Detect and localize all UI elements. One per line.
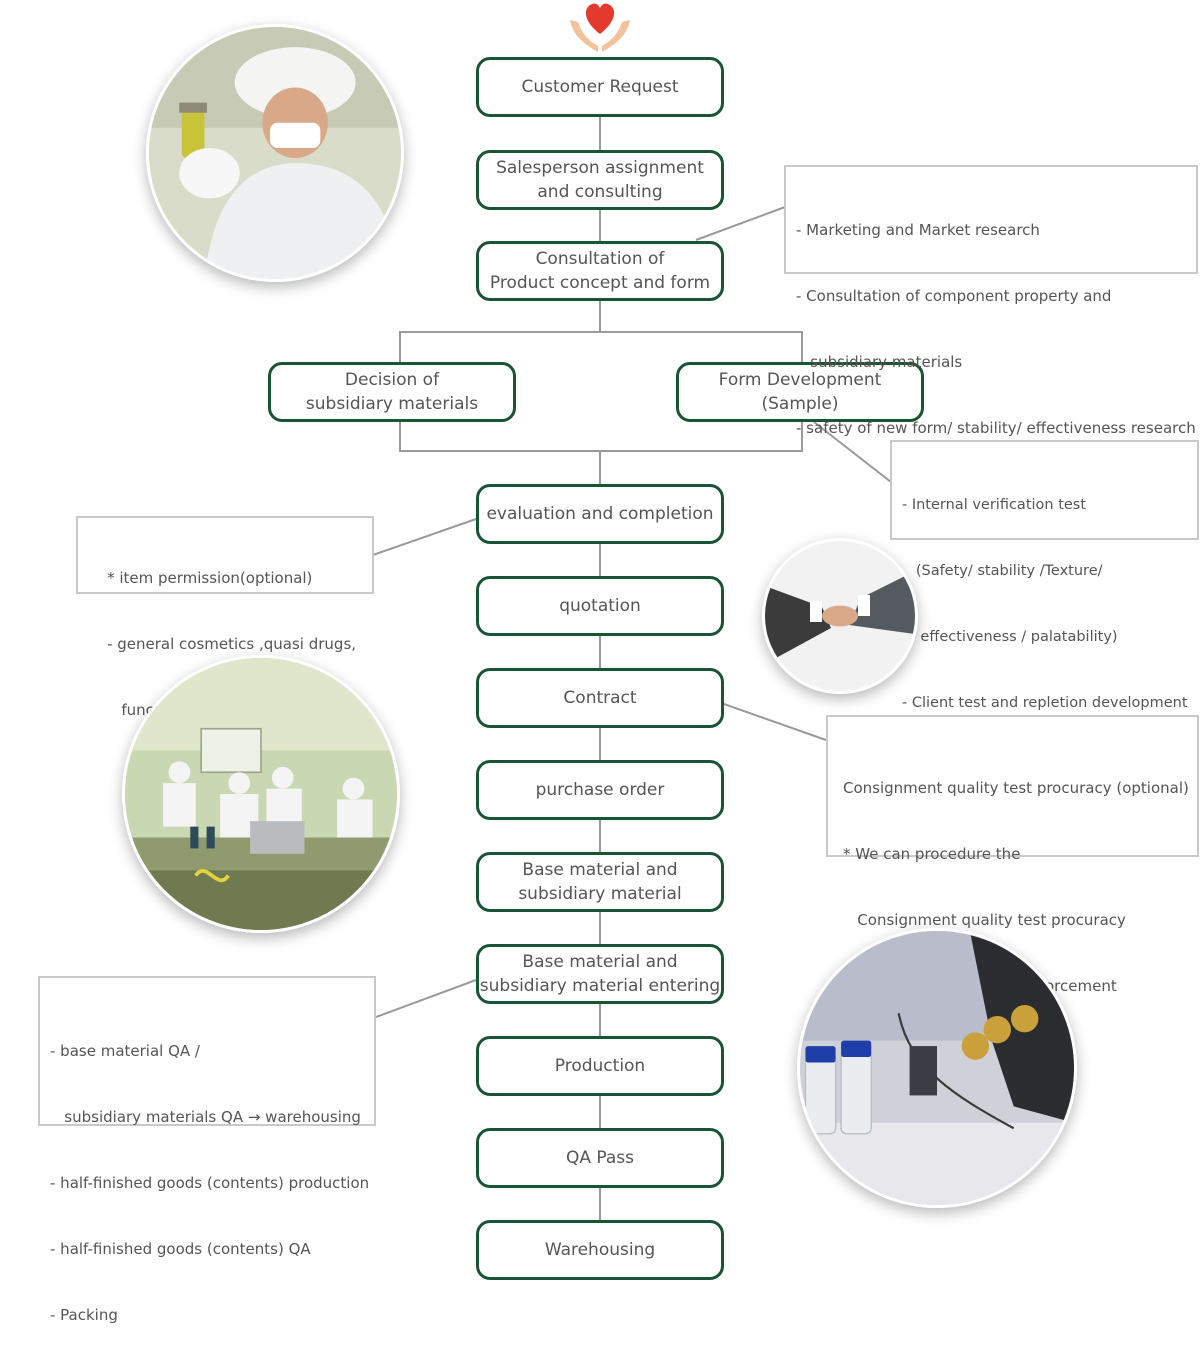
note-line: subsidiary materials bbox=[796, 353, 963, 371]
note-concept-research: - Marketing and Market research - Consul… bbox=[784, 165, 1198, 437]
step-salesperson-assignment: Salesperson assignment and consulting bbox=[476, 150, 724, 210]
step-base-material-entering: Base material and subsidiary material en… bbox=[476, 944, 724, 1004]
step-warehousing: Warehousing bbox=[476, 1220, 724, 1280]
note-line: (Safety/ stability /Texture/ bbox=[902, 563, 1103, 579]
note-line: - Internal verification test bbox=[902, 497, 1087, 513]
note-line: - safety of new form/ stability/ effecti… bbox=[796, 419, 1196, 437]
step-base-material: Base material and subsidiary material bbox=[476, 852, 724, 912]
step-qa-pass: QA Pass bbox=[476, 1128, 724, 1188]
step-production: Production bbox=[476, 1036, 724, 1096]
note-line: - base material QA / bbox=[50, 1042, 200, 1060]
note-line: - Client test and repletion development bbox=[902, 695, 1188, 711]
note-line: - half-finished goods (contents) QA bbox=[50, 1240, 311, 1258]
note-material-qa: - base material QA / subsidiary material… bbox=[38, 976, 376, 1324]
photo-production-line bbox=[122, 655, 400, 933]
photo-microscope-lab bbox=[797, 928, 1077, 1208]
note-form-verification: - Internal verification test (Safety/ st… bbox=[890, 440, 1199, 711]
note-line: Consignment quality test procuracy (opti… bbox=[843, 779, 1189, 797]
note-line: - half-finished goods (contents) product… bbox=[50, 1174, 370, 1192]
photo-lab-technician bbox=[146, 24, 404, 282]
note-line: Consignment quality test procuracy bbox=[843, 911, 1126, 929]
step-purchase-order: purchase order bbox=[476, 760, 724, 820]
step-evaluation-completion: evaluation and completion bbox=[476, 484, 724, 544]
note-line: subsidiary materials QA → warehousing bbox=[50, 1108, 361, 1126]
note-consignment-test: Consignment quality test procuracy (opti… bbox=[826, 715, 1199, 1061]
note-line: - Packing bbox=[50, 1306, 118, 1324]
step-materials-decision: Decision of subsidiary materials bbox=[268, 362, 516, 422]
note-line: - general cosmetics ,quasi drugs, bbox=[88, 635, 357, 653]
note-line: effectiveness / palatability) bbox=[902, 629, 1118, 645]
note-line: - Consultation of component property and bbox=[796, 287, 1112, 305]
step-concept-consultation: Consultation of Product concept and form bbox=[476, 241, 724, 301]
step-customer-request: Customer Request bbox=[476, 57, 724, 117]
note-item-permission: * item permission(optional) - general co… bbox=[76, 516, 374, 719]
heart-in-hands-icon bbox=[570, 3, 630, 52]
note-line: * We can procedure the bbox=[843, 845, 1021, 863]
note-line: * item permission(optional) bbox=[88, 569, 313, 587]
step-form-development: Form Development (Sample) bbox=[676, 362, 924, 422]
note-line: - Marketing and Market research bbox=[796, 221, 1040, 239]
photo-handshake bbox=[762, 538, 918, 694]
step-quotation: quotation bbox=[476, 576, 724, 636]
step-contract: Contract bbox=[476, 668, 724, 728]
